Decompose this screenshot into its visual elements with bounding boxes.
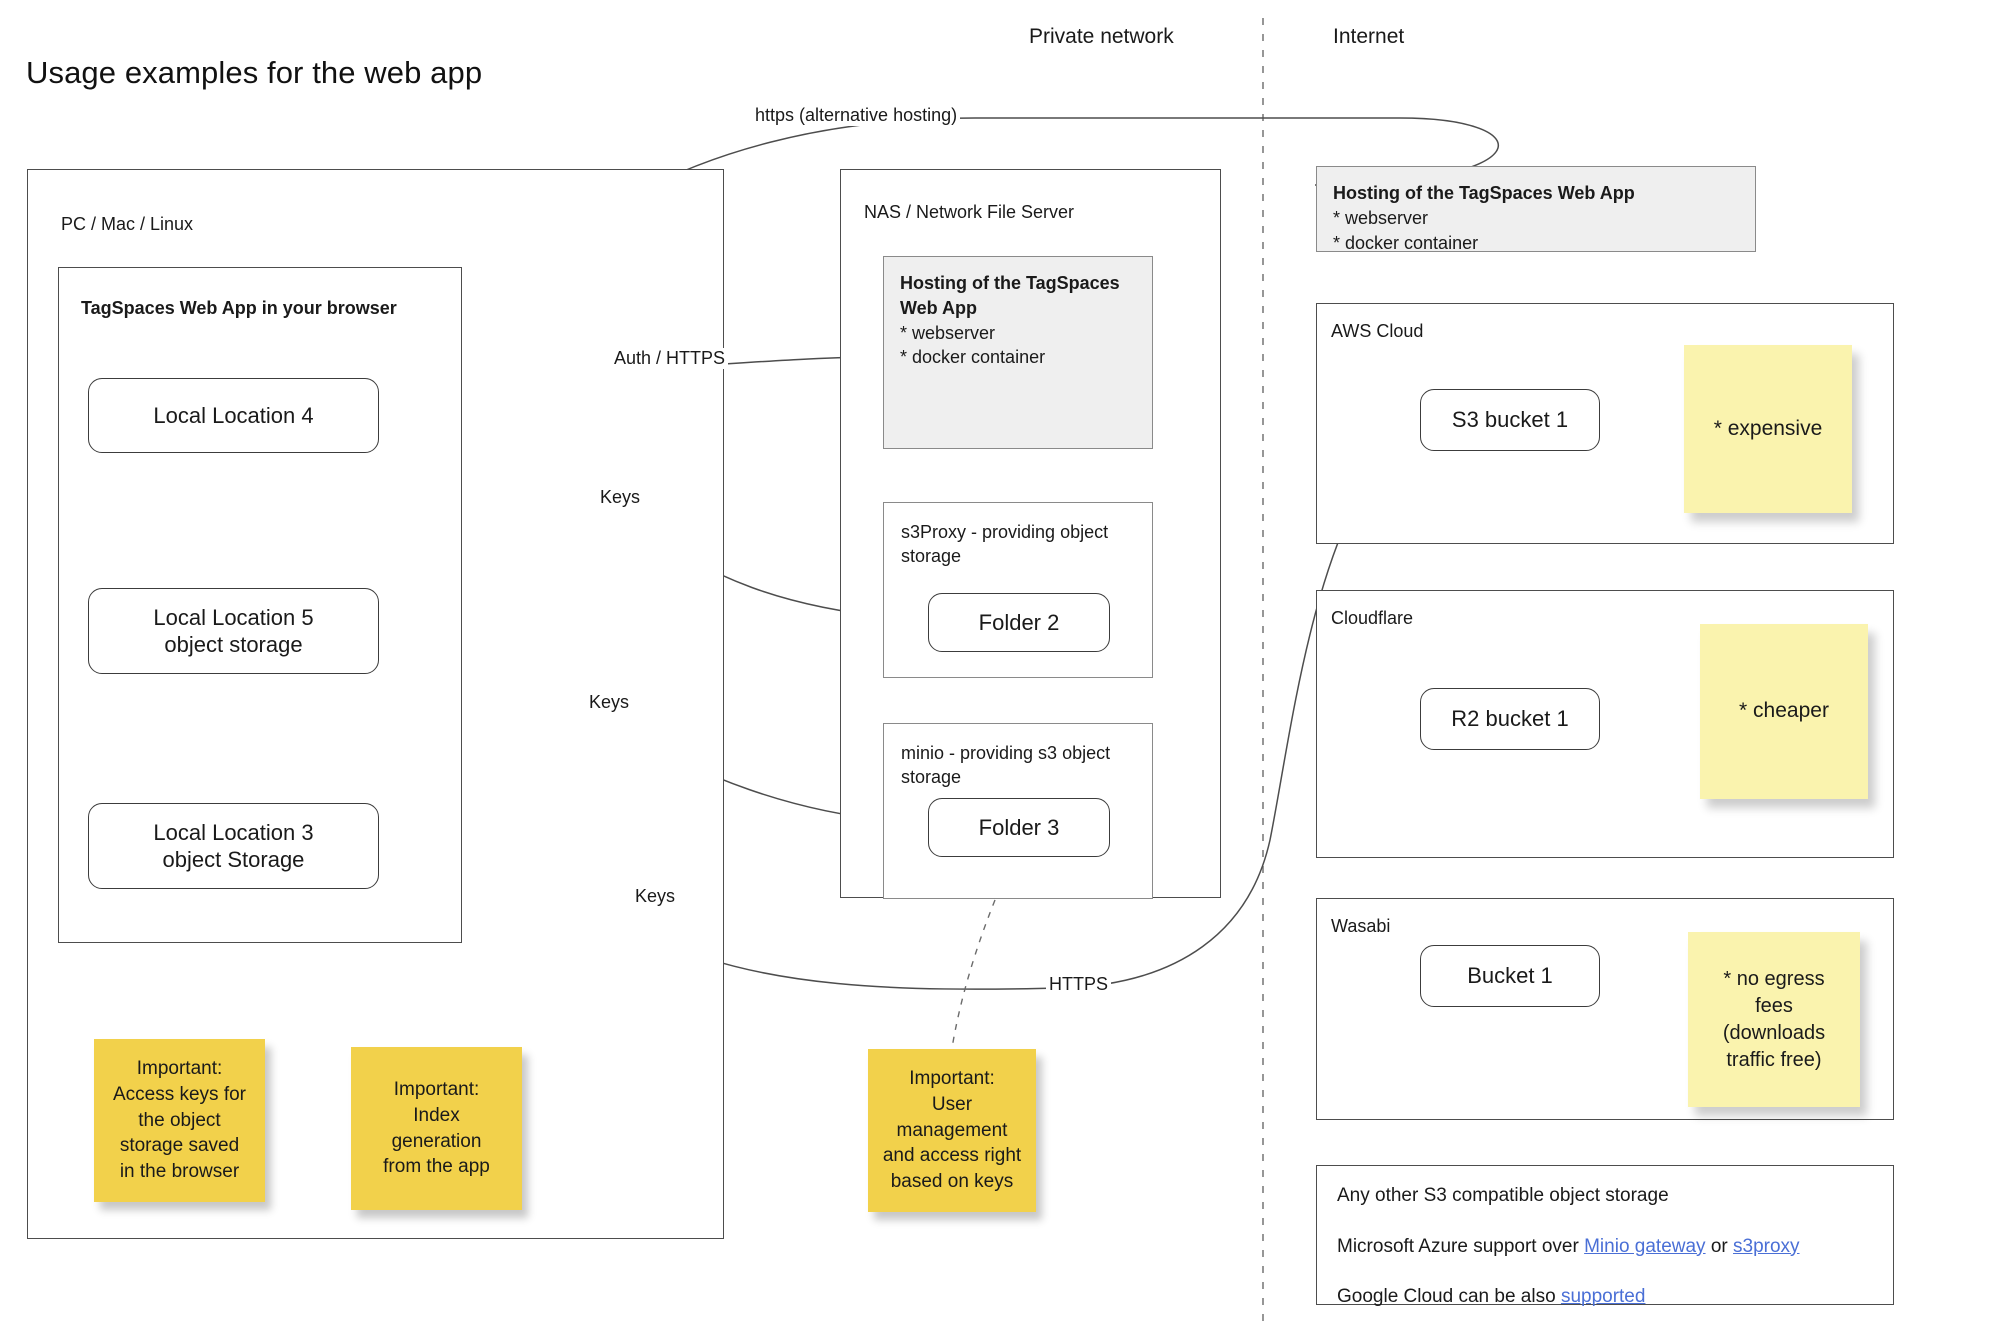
internet-hosting-title: Hosting of the TagSpaces Web App — [1333, 183, 1635, 203]
other-storage-panel: Any other S3 compatible object storage M… — [1316, 1165, 1894, 1307]
cloud-title-cloudflare: Cloudflare — [1331, 608, 1414, 628]
nas-hosting-title: Hosting of the TagSpaces Web App — [900, 273, 1120, 318]
internet-hosting-line-webserver: * webserver — [1333, 207, 1429, 228]
azure-middle-text: or — [1705, 1235, 1734, 1257]
link-s3proxy[interactable]: s3proxy — [1733, 1235, 1800, 1257]
browser-title: TagSpaces Web App in your browser — [81, 298, 397, 318]
google-prefix-text: Google Cloud can be also — [1337, 1286, 1561, 1308]
node-folder-3[interactable]: Folder 3 — [928, 798, 1110, 857]
node-folder-2[interactable]: Folder 2 — [928, 593, 1110, 652]
sticky-note-user-management: Important: User management and access ri… — [868, 1049, 1036, 1212]
sticky-note-aws-expensive: * expensive — [1684, 345, 1852, 513]
edge-label-https: HTTPS — [1046, 974, 1112, 995]
nas-service-minio-title: minio - providing s3 object storage — [901, 743, 1111, 788]
cloud-title-aws: AWS Cloud — [1331, 321, 1424, 341]
edge-label-https-alt-hosting: https (alternative hosting) — [752, 105, 961, 126]
node-bucket-1[interactable]: Bucket 1 — [1420, 945, 1600, 1007]
internet-hosting-line-docker: * docker container — [1333, 232, 1479, 253]
leader-note-user-management — [951, 899, 996, 1049]
client-device-title: PC / Mac / Linux — [61, 214, 194, 234]
sticky-note-index-generation: Important: Index generation from the app — [351, 1047, 522, 1210]
azure-prefix-text: Microsoft Azure support over — [1337, 1235, 1585, 1257]
edge-label-keys-3: Keys — [632, 886, 679, 907]
page-title: Usage examples for the web app — [26, 55, 483, 90]
nas-hosting-card: Hosting of the TagSpaces Web App * webse… — [883, 256, 1153, 449]
other-storage-google-line: Google Cloud can be also supported — [1337, 1285, 1873, 1310]
internet-hosting-card: Hosting of the TagSpaces Web App * webse… — [1316, 166, 1756, 253]
cloud-title-wasabi: Wasabi — [1331, 916, 1391, 936]
sticky-note-cloudflare-cheaper: * cheaper — [1700, 624, 1868, 799]
sticky-note-wasabi-no-egress: * no egress fees (downloads traffic free… — [1688, 932, 1860, 1107]
node-local-location-4[interactable]: Local Location 4 — [88, 378, 379, 453]
edge-label-auth-https: Auth / HTTPS — [611, 348, 729, 369]
node-r2-bucket-1[interactable]: R2 bucket 1 — [1420, 688, 1600, 750]
node-s3-bucket-1[interactable]: S3 bucket 1 — [1420, 389, 1600, 451]
other-storage-azure-line: Microsoft Azure support over Minio gatew… — [1337, 1235, 1873, 1260]
node-local-location-5[interactable]: Local Location 5 object storage — [88, 588, 379, 674]
nas-service-s3proxy-title: s3Proxy - providing object storage — [901, 522, 1109, 567]
edge-label-keys-2: Keys — [586, 692, 633, 713]
nas-title: NAS / Network File Server — [864, 202, 1075, 222]
zone-label-internet: Internet — [1333, 25, 1405, 48]
link-supported[interactable]: supported — [1560, 1286, 1646, 1308]
node-local-location-3[interactable]: Local Location 3 object Storage — [88, 803, 379, 889]
other-storage-heading: Any other S3 compatible object storage — [1337, 1185, 1669, 1206]
sticky-note-access-keys: Important: Access keys for the object st… — [94, 1039, 265, 1202]
zone-label-private-network: Private network — [1029, 25, 1174, 48]
link-minio-gateway[interactable]: Minio gateway — [1584, 1235, 1706, 1257]
edge-label-keys-1: Keys — [597, 487, 644, 508]
nas-hosting-line-docker: * docker container — [900, 347, 1046, 368]
nas-hosting-line-webserver: * webserver — [900, 322, 996, 343]
